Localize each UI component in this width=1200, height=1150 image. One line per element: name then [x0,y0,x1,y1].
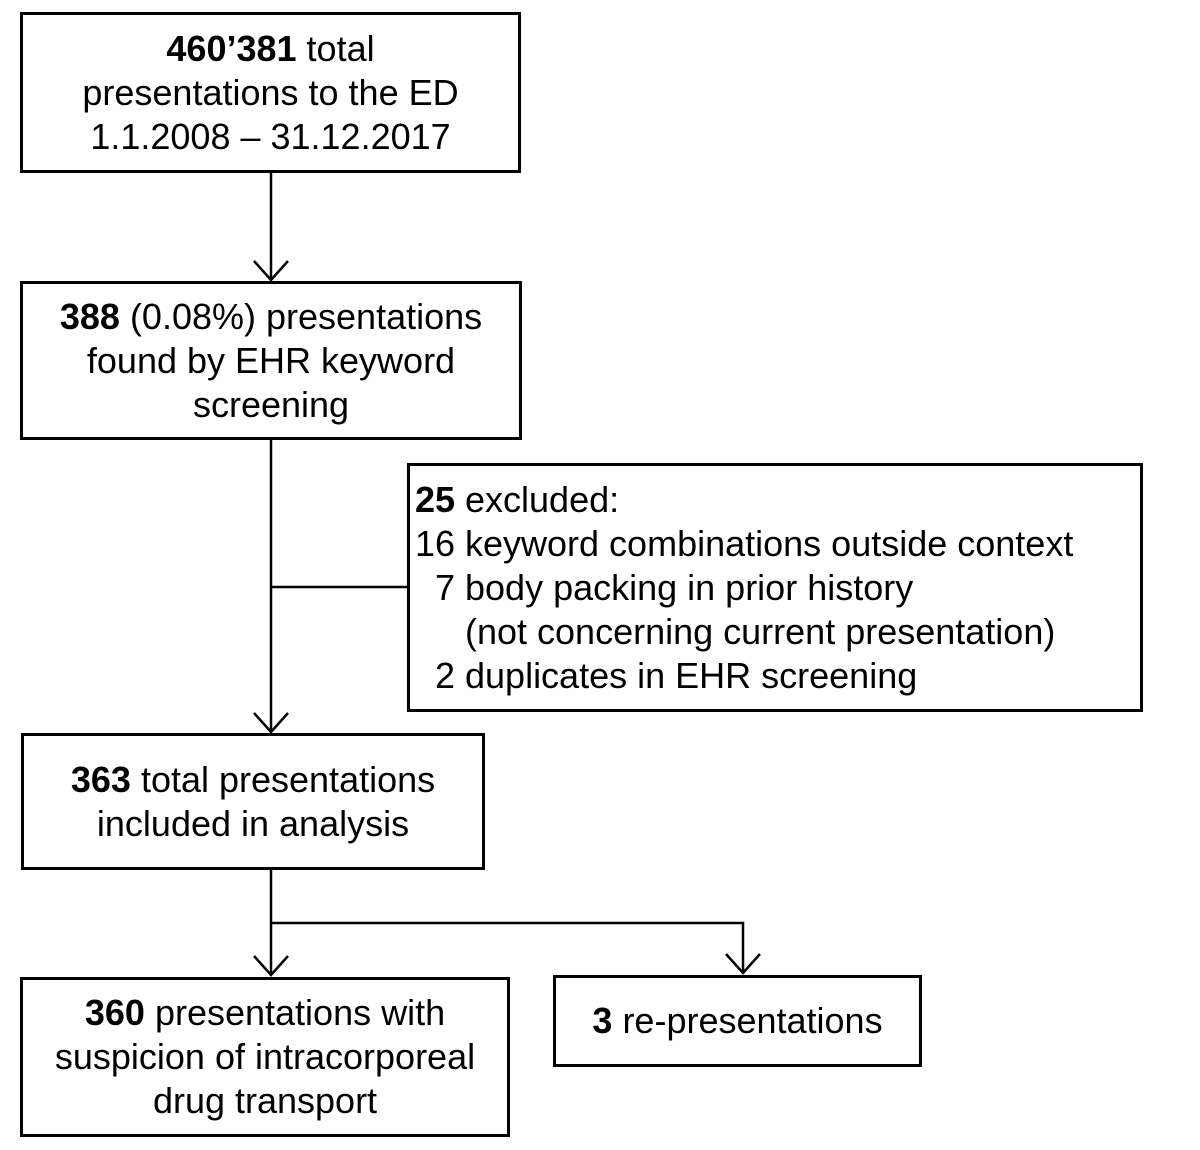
box-included-line-2: included in analysis [96,802,410,844]
box-suspicion-drug-transport: 360 presentations with suspicion of intr… [20,977,510,1137]
box-keyword-line-2: found by EHR keyword [86,339,456,381]
excluded-row-1: 25 excluded: [414,479,620,520]
box-keyword-line-3: screening [192,383,350,425]
excluded-row-3: 7 body packing in prior history [434,567,914,608]
box-total-line-2: presentations to the ED [82,71,459,113]
arrowhead-included-to-representations [725,953,761,975]
box-total-line-1: 460’381 total [166,27,375,69]
box-keyword-line-1: 388 (0.08%) presentations [59,295,483,337]
box-suspicion-line-2: suspicion of intracorporeal [54,1036,476,1077]
box-total-presentations: 460’381 total presentations to the ED 1.… [20,12,521,173]
excluded-row-4: (not concerning current presentation) [465,611,1056,652]
box-excluded: 25 excluded: 16 keyword combinations out… [407,463,1143,712]
box-repres-line-1: 3 re-presentations [592,1000,883,1041]
excluded-row-5: 2 duplicates in EHR screening [434,655,918,696]
arrow-included-to-representations [271,921,745,972]
box-suspicion-line-3: drug transport [152,1080,378,1121]
box-included-in-analysis: 363 total presentations included in anal… [21,733,485,870]
box-keyword-screening: 388 (0.08%) presentations found by EHR k… [20,281,522,440]
box-total-line-3: 1.1.2008 – 31.12.2017 [90,115,451,157]
arrowhead-included-to-suspicion [253,955,289,977]
box-re-presentations: 3 re-presentations [553,975,922,1067]
arrowhead-total-to-keyword [253,260,289,282]
arrowhead-keyword-to-included [253,712,289,734]
box-suspicion-line-1: 360 presentations with [84,992,446,1033]
excluded-row-2: 16 keyword combinations outside context [414,523,1074,564]
box-included-line-1: 363 total presentations [70,758,436,800]
